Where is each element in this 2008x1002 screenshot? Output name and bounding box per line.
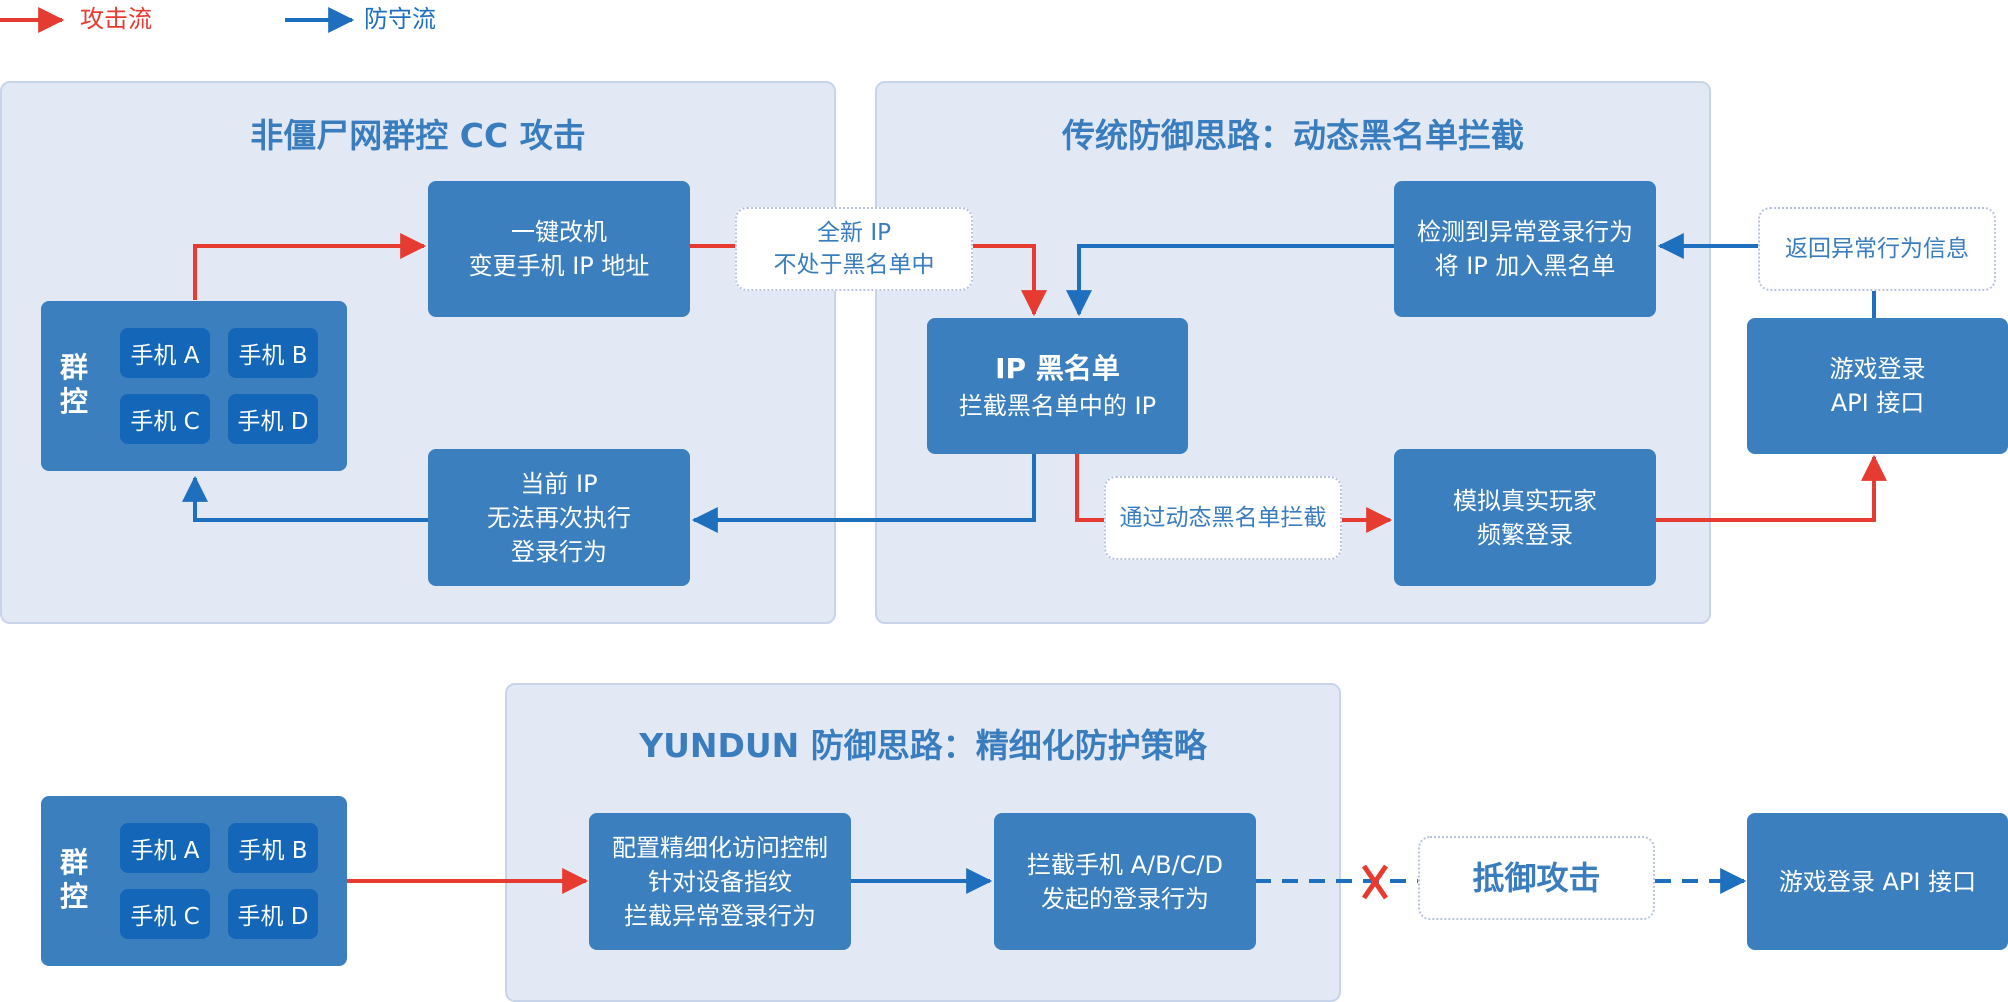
- panel-yundun-title: YUNDUN 防御思路：精细化防护策略: [639, 726, 1207, 765]
- group-control-bottom-label: 群 控: [59, 846, 88, 913]
- panel-zombie-cc-title: 非僵尸网群控 CC 攻击: [250, 116, 586, 155]
- fine-grained-config-box: 配置精细化访问控制 针对设备指纹 拦截异常登录行为: [589, 813, 851, 950]
- ip-blacklist-box: IP 黑名单 拦截黑名单中的 IP: [927, 318, 1188, 454]
- one-click-change-box: 一键改机 变更手机 IP 地址: [428, 181, 690, 317]
- blocked-x-icon: [1361, 864, 1389, 900]
- game-login-api-bottom-box: 游戏登录 API 接口: [1747, 813, 2008, 950]
- phone-d-chip: 手机 D: [228, 889, 318, 939]
- new-ip-note: 全新 IP 不处于黑名单中: [735, 207, 973, 291]
- legend-attack-label: 攻击流: [80, 5, 152, 33]
- pass-dynamic-blacklist-note: 通过动态黑名单拦截: [1104, 476, 1342, 560]
- return-info-note: 返回异常行为信息: [1758, 207, 1996, 291]
- group-control-top: 群 控 手机 A 手机 B 手机 C 手机 D: [41, 301, 347, 471]
- block-phones-box: 拦截手机 A/B/C/D 发起的登录行为: [994, 813, 1256, 950]
- game-login-api-box: 游戏登录 API 接口: [1747, 318, 2008, 454]
- panel-traditional-title: 传统防御思路：动态黑名单拦截: [1062, 116, 1524, 155]
- phone-a-chip: 手机 A: [120, 823, 210, 873]
- phone-c-chip: 手机 C: [120, 394, 210, 444]
- phone-d-chip: 手机 D: [228, 394, 318, 444]
- legend-defense-label: 防守流: [364, 5, 436, 33]
- phone-c-chip: 手机 C: [120, 889, 210, 939]
- detect-abnormal-box: 检测到异常登录行为 将 IP 加入黑名单: [1394, 181, 1656, 317]
- phone-a-chip: 手机 A: [120, 328, 210, 378]
- phone-b-chip: 手机 B: [228, 823, 318, 873]
- resist-attack-note: 抵御攻击: [1418, 836, 1655, 920]
- current-ip-box: 当前 IP 无法再次执行 登录行为: [428, 449, 690, 586]
- simulate-player-box: 模拟真实玩家 频繁登录: [1394, 449, 1656, 586]
- group-control-label: 群 控: [59, 351, 88, 418]
- phone-b-chip: 手机 B: [228, 328, 318, 378]
- group-control-bottom: 群 控 手机 A 手机 B 手机 C 手机 D: [41, 796, 347, 966]
